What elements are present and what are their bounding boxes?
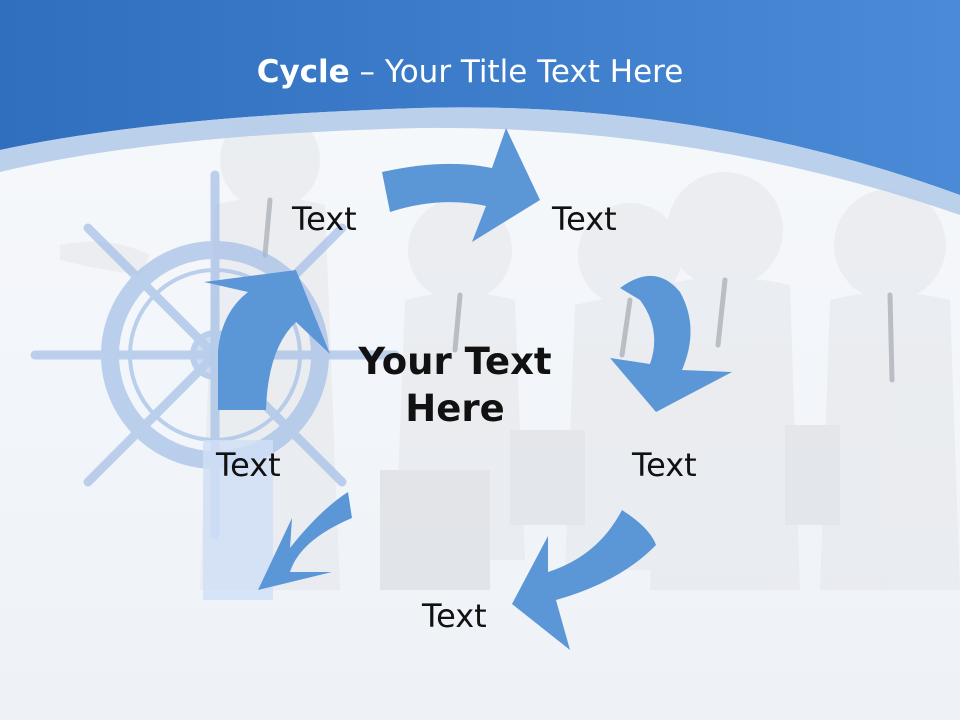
- ship-wheel-icon: [30, 170, 400, 540]
- center-text-line2: Here: [405, 387, 505, 431]
- cycle-label-top-right: Text: [552, 200, 617, 238]
- cycle-label-left: Text: [216, 446, 281, 484]
- cycle-arrow-bottom-left: [258, 492, 352, 590]
- page-title: Cycle – Your Title Text Here: [0, 54, 940, 90]
- cycle-arrow-top: [382, 128, 540, 242]
- cycle-label-right: Text: [632, 446, 697, 484]
- cycle-arrows: [204, 128, 732, 650]
- header-band: [0, 0, 960, 195]
- cycle-arrow-right: [610, 275, 732, 412]
- cycle-arrow-bottom-right: [512, 510, 656, 650]
- title-bold: Cycle: [256, 54, 350, 90]
- center-text: Your Text Here: [340, 338, 570, 433]
- center-text-line1: Your Text: [358, 340, 552, 383]
- title-rest: – Your Title Text Here: [349, 54, 684, 90]
- cycle-label-bottom: Text: [422, 597, 487, 635]
- cycle-label-top-left: Text: [292, 200, 357, 238]
- cycle-arrow-left: [204, 270, 330, 410]
